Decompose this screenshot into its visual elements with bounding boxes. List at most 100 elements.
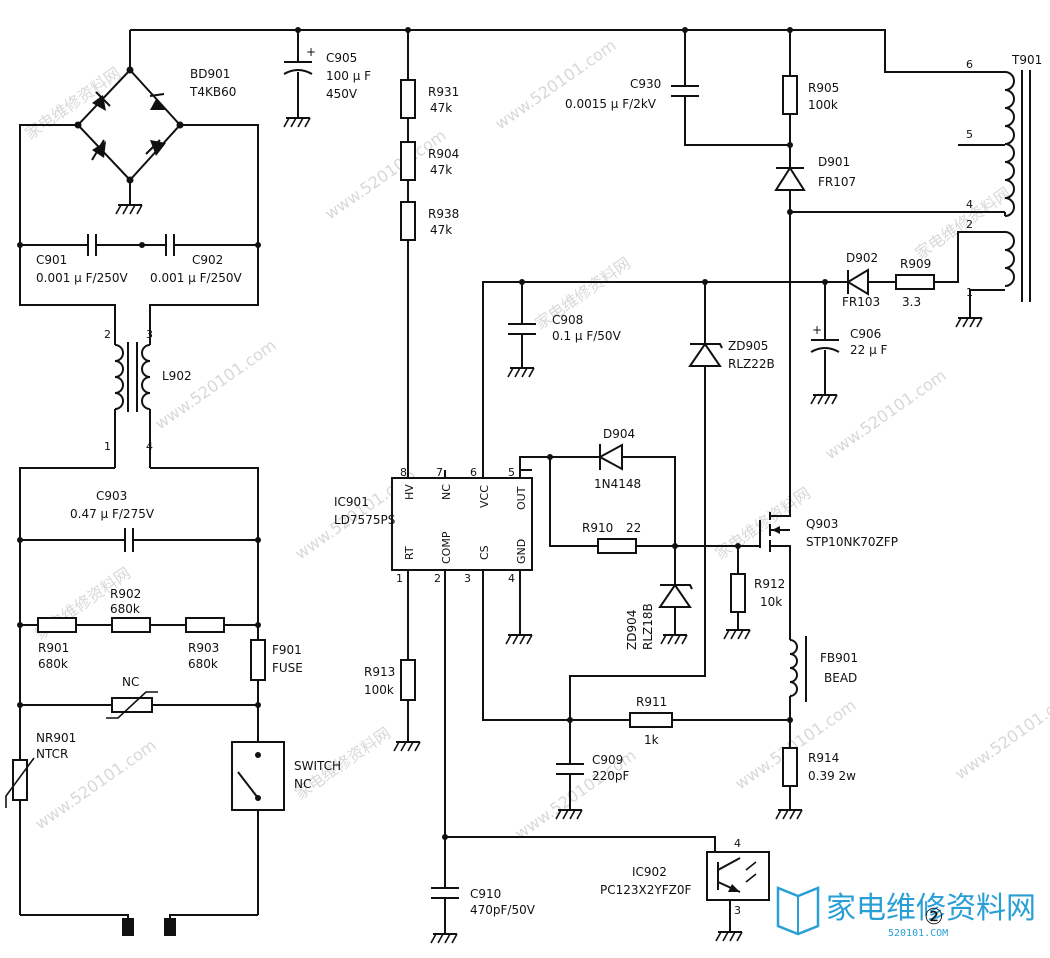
r931-ref: R931 xyxy=(428,85,459,99)
r938-value: 47k xyxy=(430,223,452,237)
r904-value: 47k xyxy=(430,163,452,177)
ic901-pin-gnd: GND xyxy=(515,539,528,564)
r910-ref: R910 xyxy=(582,521,613,535)
ac-input-wiring xyxy=(17,124,261,330)
ic901-pin7: 7 xyxy=(436,466,443,479)
plug-pin-right xyxy=(164,918,176,936)
r902-ref: R902 xyxy=(110,587,141,601)
t901-pin5: 5 xyxy=(966,128,973,141)
r903-ref: R903 xyxy=(188,641,219,655)
ic901-pin-rt: RT xyxy=(403,546,416,560)
c903-ref: C903 xyxy=(96,489,127,503)
c906-value: 22 μ F xyxy=(850,343,888,357)
f901-ref: F901 xyxy=(272,643,302,657)
c901-ref: C901 xyxy=(36,253,67,267)
r913-value: 100k xyxy=(364,683,394,697)
r902-value: 680k xyxy=(110,602,140,616)
ic901-bottom-wiring: R913 100k xyxy=(364,570,716,888)
t901-pin1: 1 xyxy=(966,286,973,299)
nr901-value: NTCR xyxy=(36,747,68,761)
r914-value: 0.39 2w xyxy=(808,769,856,783)
bd901-ref: BD901 xyxy=(190,67,230,81)
c902-ref: C902 xyxy=(192,253,223,267)
ic901-pin5: 5 xyxy=(508,466,515,479)
fb901-ref: FB901 xyxy=(820,651,858,665)
d904-ref: D904 xyxy=(603,427,635,441)
startup-resistors: R931 47k R904 47k R938 47k xyxy=(400,30,459,478)
r911-value: 1k xyxy=(644,733,659,747)
l902-pin3: 3 xyxy=(146,328,153,341)
watermark-url: www.520101.com xyxy=(821,366,949,464)
choke-l902: 2 3 1 4 L902 xyxy=(104,328,192,468)
r910-value: 22 xyxy=(626,521,641,535)
r904-ref: R904 xyxy=(428,147,459,161)
r931-value: 47k xyxy=(430,101,452,115)
c910-value: 470pF/50V xyxy=(470,903,536,917)
site-logo: 家电维修资料网 520101.COM xyxy=(776,886,1036,939)
d904-value: 1N4148 xyxy=(594,477,641,491)
l902-ref: L902 xyxy=(162,369,192,383)
ic901: 8 7 6 5 HV NC VCC OUT RT COMP CS GND 1 2… xyxy=(334,466,533,585)
ic901-pin2: 2 xyxy=(434,572,441,585)
vcc-supply: D902 FR103 R909 3.3 + C906 22 μ F C908 0… xyxy=(482,251,959,720)
source-network: FB901 BEAD R911 1k C909 220pF R914 0.39 … xyxy=(555,636,858,820)
ic901-pin4: 4 xyxy=(508,572,515,585)
r909-ref: R909 xyxy=(900,257,931,271)
ic901-ref: IC901 xyxy=(334,495,369,509)
c909-value: 220pF xyxy=(592,769,630,783)
ic901-pin6: 6 xyxy=(470,466,477,479)
nr901-ref: NR901 xyxy=(36,731,76,745)
c908-ref: C908 xyxy=(552,313,583,327)
l902-pin4: 4 xyxy=(146,440,153,453)
ic901-value: LD7575PS xyxy=(334,513,395,527)
ic902-ref: IC902 xyxy=(632,865,667,879)
d902-value: FR103 xyxy=(842,295,880,309)
ic901-pin-nc: NC xyxy=(440,484,453,500)
switch-ref: SWITCH xyxy=(294,759,341,773)
plug-pin-left xyxy=(122,918,134,936)
optocoupler-ic902: 4 3 IC902 PC123X2YFZ0F xyxy=(600,837,770,942)
c910-ref: C910 xyxy=(470,887,501,901)
ic901-pin8: 8 xyxy=(400,466,407,479)
q903-value: STP10NK70ZFP xyxy=(806,535,898,549)
fb901-value: BEAD xyxy=(824,671,857,685)
figure-number: ② xyxy=(924,905,944,930)
r903-value: 680k xyxy=(188,657,218,671)
r905-value: 100k xyxy=(808,98,838,112)
c930-value: 0.0015 μ F/2kV xyxy=(565,97,657,111)
c901-value: 0.001 μ F/250V xyxy=(36,271,128,285)
zd904-ref: ZD904 xyxy=(625,610,639,650)
r911-ref: R911 xyxy=(636,695,667,709)
ic902-pin3: 3 xyxy=(734,904,741,917)
ic901-pin-vcc: VCC xyxy=(478,485,491,508)
d901-ref: D901 xyxy=(818,155,850,169)
d902-ref: D902 xyxy=(846,251,878,265)
t901-pin2: 2 xyxy=(966,218,973,231)
watermark-url: www.520101.com xyxy=(491,36,619,134)
l902-pin1: 1 xyxy=(104,440,111,453)
hv-rail xyxy=(129,27,1005,73)
c905-ref: C905 xyxy=(326,51,357,65)
t901-pin4: 4 xyxy=(966,198,973,211)
ic902-value: PC123X2YFZ0F xyxy=(600,883,691,897)
r905-ref: R905 xyxy=(808,81,839,95)
bd901-value: T4KB60 xyxy=(189,85,236,99)
watermark-url: www.520101.com xyxy=(951,686,1050,784)
c905-rating: 450V xyxy=(326,87,358,101)
watermark-text: 家电维修资料网 xyxy=(711,483,814,563)
ic901-pin-cs: CS xyxy=(478,545,491,560)
ic901-pin1: 1 xyxy=(396,572,403,585)
zd904-value: RLZ18B xyxy=(641,603,655,650)
zd905-value: RLZ22B xyxy=(728,357,775,371)
mosfet-q903: Q903 STP10NK70ZFP xyxy=(759,505,898,640)
snubber-network: C930 0.0015 μ F/2kV R905 100k D901 FR107 xyxy=(565,30,1005,505)
ic901-pin-out: OUT xyxy=(515,486,528,510)
c930-ref: C930 xyxy=(630,77,661,91)
gate-drive: D904 1N4148 R910 22 ZD904 RLZ18B R912 10… xyxy=(519,427,785,650)
capacitor-c905: + C905 100 μ F 450V xyxy=(283,30,371,128)
c902-value: 0.001 μ F/250V xyxy=(150,271,242,285)
r901-ref: R901 xyxy=(38,641,69,655)
capacitor-c910: C910 470pF/50V xyxy=(430,887,536,944)
nc-varistor-label: NC xyxy=(122,675,139,689)
